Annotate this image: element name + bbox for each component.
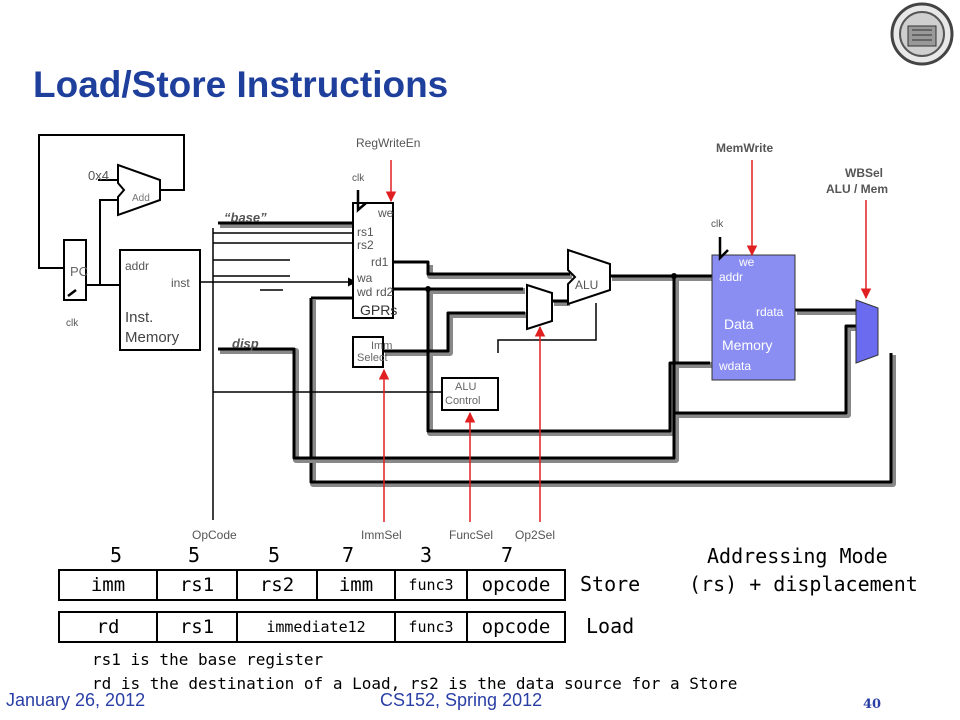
load-label: Load: [586, 614, 635, 638]
writeback-bus: [309, 296, 893, 484]
alu-control-line2: Control: [445, 395, 480, 407]
imm-select-box: [352, 336, 384, 368]
dmem-addr-label: addr: [719, 270, 743, 284]
memwrite-label: MemWrite: [716, 141, 773, 155]
gprs-we-label: we: [377, 206, 394, 220]
addressing-mode-value: (rs) + displacement: [689, 572, 918, 596]
thick-wires: [218, 221, 856, 460]
field-width: 5: [110, 543, 123, 567]
gprs-wa-label: wa: [356, 271, 373, 285]
store-field: rs2: [238, 571, 318, 599]
dmem-clk-label: clk: [711, 219, 724, 230]
store-format-row: imm rs1 rs2 imm func3 opcode: [58, 569, 566, 601]
gprs-rd2-label: rd2: [376, 285, 394, 299]
writeback-mux: [855, 299, 879, 364]
dmem-wdata-label: wdata: [718, 359, 751, 373]
instruction-field-wires: [200, 228, 597, 505]
gprs-wd-label: wd: [356, 285, 372, 299]
imem-name-2: Memory: [125, 329, 180, 346]
pc-label: PC: [70, 264, 88, 279]
load-field: opcode: [481, 616, 551, 638]
note-line-1: rs1 is the base register: [92, 650, 324, 669]
footer-course: CS152, Spring 2012: [380, 690, 543, 710]
alu-shape: [567, 248, 611, 306]
field-width: 7: [342, 543, 355, 567]
load-format-row: rd rs1 immediate12 func3 opcode: [58, 611, 566, 643]
pc-clk-label: clk: [66, 318, 79, 329]
regwriteen-label: RegWriteEn: [356, 136, 420, 150]
writeback-bus-shadow: [310, 300, 896, 487]
imem-inst-label: inst: [171, 276, 190, 290]
imem-name-1: Inst.: [125, 309, 153, 326]
dmem-rdata-label: rdata: [756, 305, 784, 319]
op2sel-signal-label: Op2Sel: [515, 528, 555, 542]
note-line-2: rd is the destination of a Load, rs2 is …: [92, 674, 738, 693]
field-width: 5: [188, 543, 201, 567]
wbsel-line1: WBSel: [845, 166, 883, 180]
gprs-rs2-label: rs2: [357, 238, 374, 252]
disp-label: disp: [232, 336, 259, 351]
dmem-name-1: Data: [724, 316, 754, 332]
field-width: 3: [420, 543, 433, 567]
load-field: immediate12: [238, 613, 396, 641]
university-seal-icon: [890, 2, 954, 66]
imem-addr-label: addr: [125, 259, 149, 273]
op2-mux: [526, 283, 553, 331]
store-field: imm: [60, 571, 158, 599]
store-field: imm: [318, 571, 396, 599]
load-field: rs1: [158, 613, 238, 641]
base-label: “base”: [224, 210, 267, 225]
wbsel-line2: ALU / Mem: [826, 182, 888, 196]
store-label: Store: [580, 572, 641, 596]
data-memory-box: [711, 254, 796, 381]
pc-adder: [117, 163, 161, 217]
dmem-name-2: Memory: [722, 337, 773, 353]
opcode-signal-label: OpCode: [192, 528, 237, 542]
const-four-label: 0x4: [88, 168, 109, 183]
immsel-signal-label: ImmSel: [361, 528, 402, 542]
gprs-clk-label: clk: [352, 173, 365, 184]
dmem-we-label: we: [738, 255, 755, 269]
instruction-memory-box: [119, 249, 201, 351]
store-field: opcode: [481, 574, 551, 596]
addressing-mode-title: Addressing Mode: [707, 544, 888, 568]
field-width: 7: [501, 543, 514, 567]
alu-control-box: [441, 377, 499, 411]
gprs-rd1-label: rd1: [371, 255, 389, 269]
gprs-box: [352, 202, 394, 319]
adder-label: Add: [132, 193, 150, 204]
alu-control-line1: ALU: [455, 381, 476, 393]
page-number: 40: [863, 697, 882, 712]
load-field: rd: [60, 613, 158, 641]
footer-date: January 26, 2012: [6, 690, 146, 710]
store-field: func3: [396, 571, 468, 599]
gprs-name-label: GPRs: [360, 302, 397, 318]
imm-select-line1: Imm: [371, 340, 392, 352]
load-field: func3: [396, 613, 468, 641]
pc-wires: [38, 134, 185, 286]
imm-select-line2: Select: [357, 352, 388, 364]
thick-wire-shadows: [220, 222, 858, 463]
pc-register: [63, 239, 87, 301]
field-width: 5: [268, 543, 281, 567]
funcsel-signal-label: FuncSel: [449, 528, 493, 542]
slide-title: Load/Store Instructions: [33, 64, 449, 105]
alu-label: ALU: [575, 278, 598, 292]
store-field: rs1: [158, 571, 238, 599]
gprs-rs1-label: rs1: [357, 225, 374, 239]
